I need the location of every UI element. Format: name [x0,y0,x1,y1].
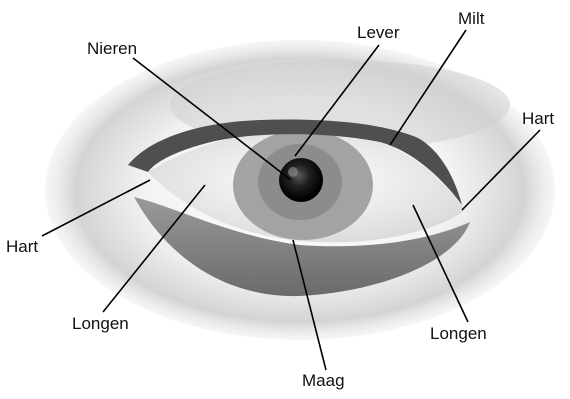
label-longen-left: Longen [72,315,129,332]
pupil-highlight [288,167,298,177]
label-longen-right: Longen [430,325,487,342]
label-milt: Milt [458,10,484,27]
pupil [279,158,323,202]
label-lever: Lever [357,24,400,41]
label-hart-left: Hart [6,238,38,255]
label-maag: Maag [302,372,345,389]
label-hart-right: Hart [522,110,554,127]
label-nieren: Nieren [87,40,137,57]
